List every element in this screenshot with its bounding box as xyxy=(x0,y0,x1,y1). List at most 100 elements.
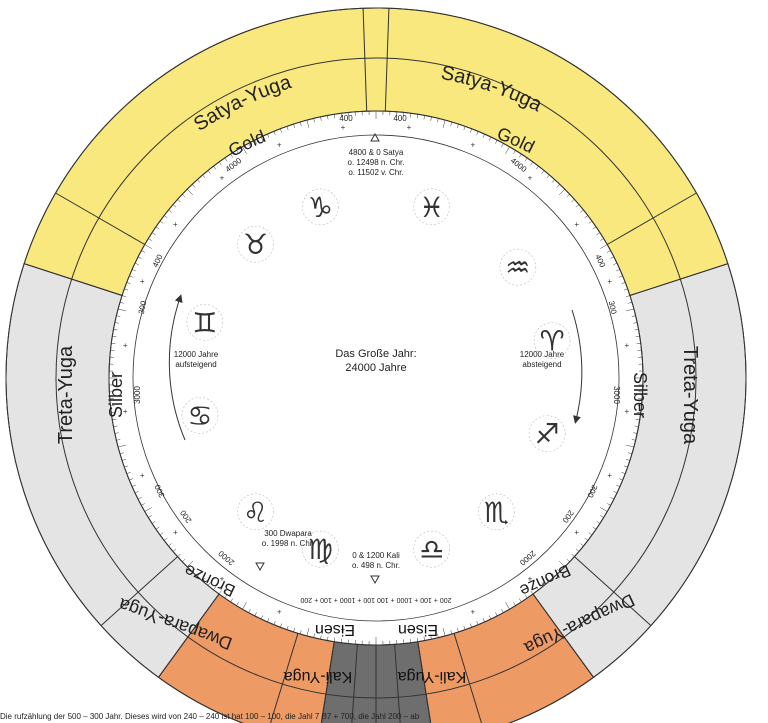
scale-label-3000-l: 3000 xyxy=(133,386,142,404)
sector-divider xyxy=(532,593,594,678)
scale-tick xyxy=(636,412,641,414)
scale-tick xyxy=(626,295,631,297)
scale-tick xyxy=(213,166,217,170)
scale-plus: + xyxy=(220,173,225,182)
sector-divider xyxy=(574,556,652,626)
scale-tick xyxy=(192,568,196,572)
scale-tick xyxy=(423,115,425,120)
scale-tick xyxy=(541,170,545,174)
eisen-label-left: Eisen xyxy=(315,621,355,638)
zodiac-lwe-icon: ♌ xyxy=(237,493,274,531)
top-marker-line3: o. 11502 v. Chr. xyxy=(348,168,403,177)
scale-tick xyxy=(131,269,136,272)
sector-divider xyxy=(362,8,368,112)
scale-tick xyxy=(260,136,264,141)
bottom-marker-line2: o. 498 n. Chr. xyxy=(352,561,400,570)
scale-tick xyxy=(111,342,116,344)
scale-tick xyxy=(177,553,181,557)
ring-outline xyxy=(5,7,747,723)
sector-divider xyxy=(453,633,482,723)
scale-tick xyxy=(626,308,634,312)
scale-tick xyxy=(126,472,131,474)
scale-tick xyxy=(607,503,611,506)
scale-tick xyxy=(144,507,152,512)
scale-plus: + xyxy=(277,608,282,617)
scale-tick xyxy=(618,275,623,278)
scale-tick xyxy=(633,322,638,324)
scale-tick xyxy=(273,131,276,136)
scale-tick xyxy=(164,537,168,541)
scale-plus: + xyxy=(470,608,475,617)
scale-tick xyxy=(116,315,121,317)
scale-plus: + xyxy=(173,528,178,537)
zodiac-skorpion-icon: ♏ xyxy=(478,493,515,531)
ascending-arrow xyxy=(168,294,186,441)
zodiac-glyph: ♉ xyxy=(243,228,268,261)
zodiac-stier-icon: ♉ xyxy=(237,225,274,263)
scale-tick xyxy=(306,120,310,128)
scale-tick xyxy=(327,636,329,641)
scale-tick xyxy=(119,452,124,455)
scale-tick xyxy=(299,630,302,635)
scale-tick xyxy=(501,609,504,613)
scale-tick xyxy=(164,215,168,219)
scale-tick xyxy=(437,633,439,638)
scale-tick xyxy=(556,184,560,188)
scale-tick xyxy=(530,161,534,166)
scale-tick xyxy=(524,157,528,162)
scale-tick xyxy=(482,133,485,138)
scale-tick xyxy=(151,232,156,235)
zodiac-glyph: ♓ xyxy=(419,191,444,224)
scale-tick xyxy=(580,543,584,547)
zodiac-glyph: ♊ xyxy=(192,306,217,339)
scale-tick xyxy=(333,114,336,119)
scale-tick xyxy=(159,220,164,224)
zodiac-steinbock-icon: ♑ xyxy=(302,188,339,226)
scale-tick xyxy=(430,635,432,640)
scale-tick xyxy=(442,628,446,636)
lower-left-marker-line1: 300 Dwapara xyxy=(264,529,312,538)
scale-tick xyxy=(218,590,222,595)
scale-tick xyxy=(213,586,217,590)
figure-caption: Die rufzählung der 500 – 300 Jahr. Diese… xyxy=(0,712,420,721)
scale-tick xyxy=(230,598,233,603)
scale-tick xyxy=(114,322,119,324)
scale-tick xyxy=(134,490,139,494)
scale-tick xyxy=(151,521,156,524)
scale-tick xyxy=(177,199,181,203)
scale-plus: + xyxy=(574,220,579,229)
scale-tick xyxy=(505,146,510,154)
scale-tick xyxy=(168,543,172,547)
scale-label-bottom-row: 200 + 100 + 1000 + 100 100 + 1000 + 100 … xyxy=(300,596,451,603)
scale-tick xyxy=(519,153,522,158)
zodiac-fische-icon: ♓ xyxy=(413,188,450,226)
scale-tick xyxy=(575,204,580,208)
scale-tick xyxy=(119,301,124,304)
scale-tick xyxy=(610,256,615,259)
scale-tick xyxy=(607,250,611,253)
scale-tick xyxy=(118,308,126,312)
lower-left-marker-triangle xyxy=(255,562,265,572)
scale-tick xyxy=(118,444,126,448)
scale-plus: + xyxy=(220,575,225,584)
scale-tick xyxy=(623,288,628,291)
center-title-line1: Das Große Jahr: xyxy=(335,348,416,360)
scale-tick xyxy=(600,515,604,518)
scale-tick xyxy=(254,612,257,617)
scale-tick xyxy=(293,123,295,128)
scale-tick xyxy=(571,199,575,203)
scale-tick xyxy=(286,126,289,131)
scale-tick xyxy=(224,594,228,599)
scale-tick xyxy=(501,143,504,147)
sector-divider xyxy=(320,641,335,723)
scale-tick xyxy=(111,412,116,414)
scale-tick xyxy=(546,174,550,179)
scale-tick xyxy=(327,115,329,120)
scale-plus: + xyxy=(341,123,346,132)
scale-tick xyxy=(616,484,621,487)
scale-tick xyxy=(535,166,539,170)
scale-tick xyxy=(260,615,264,620)
scale-label-400-right: 400 xyxy=(393,114,407,123)
scale-plus: + xyxy=(277,140,282,149)
zodiac-frame xyxy=(302,188,339,226)
